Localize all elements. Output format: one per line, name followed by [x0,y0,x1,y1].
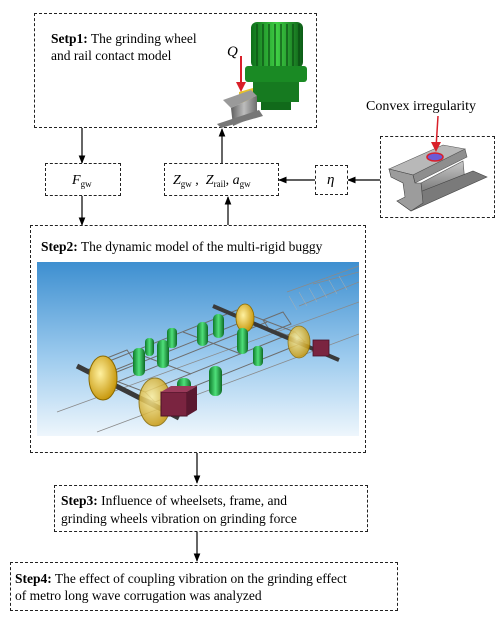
eta-label: η [327,172,335,188]
step2-title: Step2: The dynamic model of the multi-ri… [41,239,323,254]
irregularity-label: Convex irregularity [366,99,477,114]
step4-box: Step4: The effect of coupling vibration … [10,562,398,611]
force-q-label: Q [227,44,238,60]
step3-subtitle: grinding wheels vibration on grinding fo… [61,511,297,526]
step3-box: Step3: Influence of wheelsets, frame, an… [54,485,368,532]
eta-box: η [315,165,348,195]
step1-title: Setp1: The grinding wheel [51,31,197,46]
outputs-box: Zgw , Zrail, agw [164,163,279,196]
fgw-label: Fgw [72,173,92,189]
step2-box: Step2: The dynamic model of the multi-ri… [30,225,366,453]
rail-illustration [388,144,488,212]
fgw-box: Fgw [45,163,121,196]
step1-subtitle: and rail contact model [51,48,172,63]
step3-title: Step3: Influence of wheelsets, frame, an… [61,493,288,508]
bogie-3d-model [37,262,359,436]
grinding-wheel-illustration [217,22,307,128]
step4-title: Step4: The effect of coupling vibration … [15,571,347,586]
step1-box: Setp1: The grinding wheel and rail conta… [34,13,317,128]
outputs-label: Zgw , Zrail, agw [173,173,251,189]
step4-subtitle: of metro long wave corrugation was analy… [15,588,262,603]
irregularity-box [380,136,495,218]
